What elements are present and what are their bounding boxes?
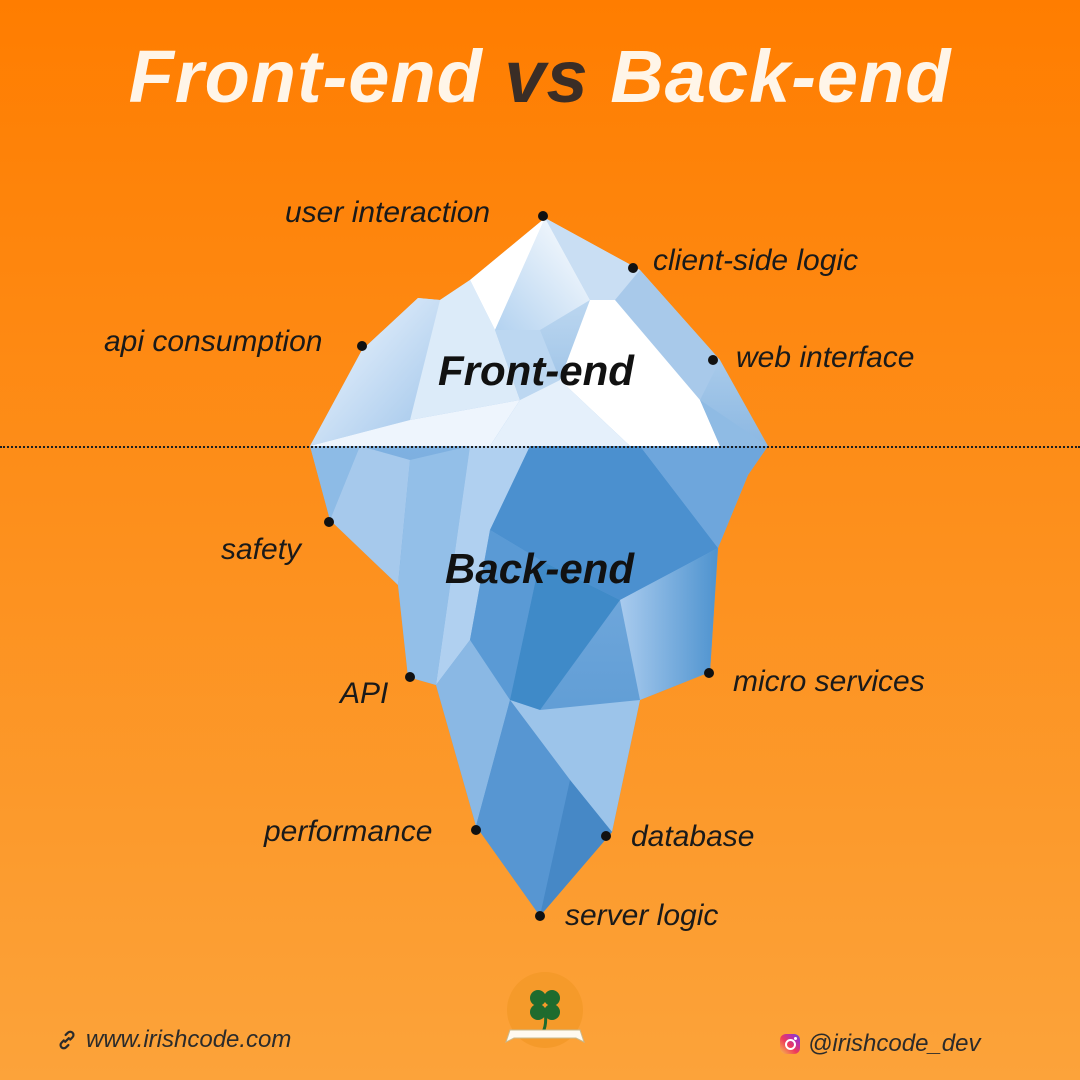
user-interaction-marker: [538, 211, 548, 221]
website-link[interactable]: www.irishcode.com: [56, 1028, 291, 1052]
back-end-section-label: Back-end: [445, 545, 635, 592]
server-logic-marker: [535, 911, 545, 921]
instagram-icon: [780, 1034, 800, 1054]
client-side-logic-marker: [628, 263, 638, 273]
label-web-interface: web interface: [736, 341, 915, 374]
front-end-section-label: Front-end: [438, 347, 634, 394]
irishcode-logo: [505, 972, 585, 1048]
label-safety: safety: [221, 533, 302, 566]
label-api: API: [340, 677, 389, 710]
label-server-logic: server logic: [565, 899, 719, 932]
instagram-text: @irishcode_dev: [808, 1030, 981, 1057]
database-marker: [601, 831, 611, 841]
waterline-divider: [0, 446, 1080, 448]
performance-marker: [471, 825, 481, 835]
page-title: Front-end vs Back-end: [0, 34, 1080, 119]
api-marker: [405, 672, 415, 682]
website-text: www.irishcode.com: [86, 1026, 292, 1053]
micro-services-marker: [704, 668, 714, 678]
instagram-handle[interactable]: @irishcode_dev: [780, 1032, 980, 1056]
label-client-side-logic: client-side logic: [653, 244, 859, 277]
label-database: database: [631, 820, 755, 853]
label-api-consumption: api consumption: [104, 325, 323, 358]
four-leaf-clover-icon: [530, 990, 560, 1033]
title-front-end: Front-end: [128, 35, 483, 118]
iceberg-tip: [310, 218, 768, 446]
label-micro-services: micro services: [733, 665, 925, 698]
label-user-interaction: user interaction: [285, 196, 491, 229]
iceberg-underwater: [310, 446, 768, 916]
title-back-end: Back-end: [610, 35, 952, 118]
link-icon: [59, 1030, 75, 1050]
safety-marker: [324, 517, 334, 527]
title-vs: vs: [504, 35, 589, 118]
web-interface-marker: [708, 355, 718, 365]
label-performance: performance: [264, 815, 433, 848]
api-consumption-marker: [357, 341, 367, 351]
